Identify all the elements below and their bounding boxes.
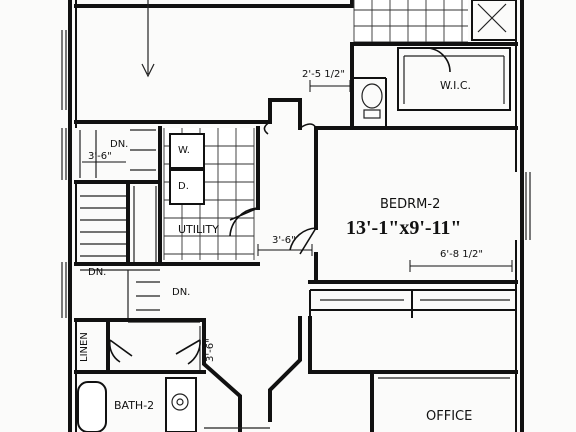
bedroom-2-size: 13'-1"x9'-11"	[346, 217, 462, 239]
bedroom-2-wall	[308, 126, 518, 284]
stair-wall	[74, 180, 162, 266]
shower-stall-x	[477, 3, 507, 33]
toilet-tank	[363, 109, 381, 119]
toilet-icon	[361, 83, 383, 109]
bedroom-closet-dim-line	[409, 260, 513, 272]
hall-wall-right-lower	[268, 316, 302, 422]
bath-2-label: BATH-2	[114, 399, 155, 412]
office-label: OFFICE	[426, 409, 473, 424]
dryer	[169, 169, 205, 205]
stair-down-upper-label: DN.	[110, 139, 129, 150]
dryer-label: D.	[178, 181, 189, 192]
closet-shelf	[403, 55, 505, 104]
window-left-low	[61, 262, 67, 318]
wc-wall	[352, 77, 387, 128]
stair-lower-run	[80, 269, 200, 323]
closet-door-swing	[425, 47, 451, 73]
top-room-wall	[74, 0, 354, 8]
stair-down-lower-left-label: DN.	[88, 267, 107, 278]
bath-door	[175, 339, 201, 365]
bath-2-wall	[74, 318, 206, 374]
stair-treads	[80, 195, 126, 257]
hall-wall-left-lower	[202, 320, 242, 432]
sink-drain	[176, 398, 184, 406]
top-room-arrow	[141, 0, 155, 78]
stair-upper	[79, 129, 156, 178]
stair-rail	[133, 186, 157, 262]
bathtub	[77, 381, 107, 432]
hall-door-top-right	[299, 123, 317, 129]
window-left-mid	[61, 128, 67, 180]
bedroom-closet-dimension: 6'-8 1/2"	[440, 249, 483, 260]
bedroom-closet-wall	[309, 289, 516, 318]
utility-door	[229, 207, 259, 237]
stair-down-lower-right-label: DN.	[172, 287, 191, 298]
hall-width-dim-line	[257, 244, 313, 256]
sink-icon	[171, 393, 189, 411]
office-wall	[308, 316, 518, 432]
hall-angled-wall-top	[268, 98, 302, 130]
bath-tile-floor	[354, 0, 468, 44]
stair-width-dimension: 3'-6"	[88, 151, 112, 162]
washer-label: W.	[178, 145, 190, 156]
master-bath-wall	[350, 42, 518, 130]
hall-door-top-left	[263, 121, 271, 135]
window-right	[525, 172, 531, 240]
walk-in-closet-label: W.I.C.	[440, 79, 472, 92]
linen-label: LINEN	[79, 332, 90, 362]
walk-in-closet-outline	[397, 47, 511, 111]
utility-label: UTILITY	[178, 223, 219, 236]
closet-door-dim-line	[309, 80, 351, 92]
window-left-top	[61, 30, 67, 110]
bedroom-2-name: BEDRM-2	[380, 197, 441, 212]
linen-door	[108, 339, 133, 363]
bath-hall-dimension: 3'-6"	[205, 338, 216, 362]
shower-stall	[471, 0, 517, 41]
hall-width-dimension: 3'-6"	[272, 235, 296, 246]
closet-door-dimension: 2'-5 1/2"	[302, 69, 345, 80]
washer	[169, 133, 205, 169]
